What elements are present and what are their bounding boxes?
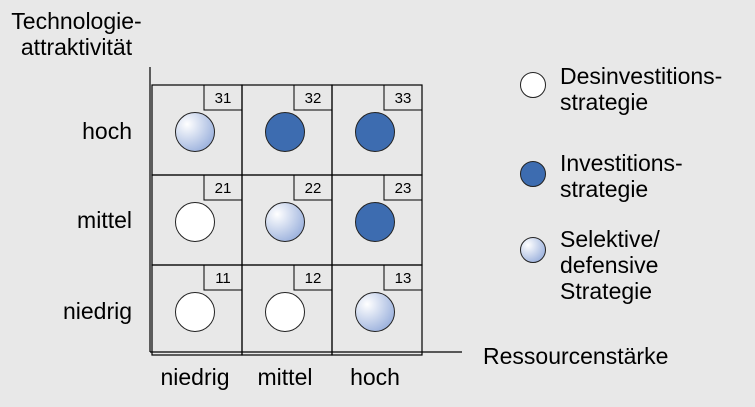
- strategy-circle-desinvestition: [175, 292, 215, 332]
- cell-number-box: [383, 174, 423, 201]
- cell-number-box: [383, 264, 423, 291]
- cell-number: 31: [215, 90, 232, 107]
- legend-investition-line-1: Investitions-: [560, 150, 683, 176]
- legend-selective-line-2: defensive: [560, 252, 659, 278]
- column-label-niedrig: niedrig: [160, 364, 230, 390]
- strategy-circle-investition: [355, 202, 395, 242]
- strategy-circle-selective: [355, 292, 395, 332]
- legend-marker-desinvestition: [520, 72, 546, 98]
- matrix-cell-23: 23: [331, 174, 423, 266]
- legend-selective-line-3: Strategie: [560, 278, 653, 304]
- cell-number: 32: [305, 90, 322, 107]
- cell-border: [331, 264, 423, 356]
- cell-number: 23: [395, 180, 412, 197]
- cell-number: 33: [395, 90, 412, 107]
- matrix-cell-22: 22: [241, 174, 333, 266]
- legend-selective-line-1: Selektive/: [560, 226, 660, 252]
- legend-marker-investition: [520, 161, 546, 187]
- matrix-cell-33: 33: [331, 84, 423, 176]
- legend-text-desinvestition: Desinvestitions- strategie: [560, 63, 722, 115]
- y-axis-title-line-2: attraktivität: [20, 34, 133, 60]
- legend-marker-selective: [520, 237, 546, 263]
- cell-number: 11: [215, 270, 231, 287]
- row-label-hoch: hoch: [82, 118, 132, 144]
- y-axis-title-line-1: Technologie-: [11, 8, 142, 34]
- strategy-circle-selective: [265, 202, 305, 242]
- legend-desinvestition-line-1: Desinvestitions-: [560, 63, 723, 89]
- matrix-cell-11: 11: [151, 264, 243, 356]
- cell-number: 21: [215, 180, 232, 197]
- strategy-circle-desinvestition: [265, 292, 305, 332]
- cell-number: 13: [395, 270, 412, 287]
- legend-investition-line-2: strategie: [560, 176, 649, 202]
- column-label-hoch: hoch: [350, 364, 400, 390]
- strategy-circle-investition: [265, 112, 305, 152]
- y-axis-title: Technologie- attraktivität: [4, 8, 149, 60]
- legend-text-investition: Investitions- strategie: [560, 150, 683, 202]
- cell-number: 22: [305, 180, 322, 197]
- legend-desinvestition-line-2: strategie: [560, 89, 649, 115]
- matrix-cell-13: 13: [331, 264, 423, 356]
- strategy-circle-desinvestition: [175, 202, 215, 242]
- strategy-circle-investition: [355, 112, 395, 152]
- x-axis-title: Ressourcenstärke: [483, 343, 669, 369]
- matrix-cell-12: 12: [241, 264, 333, 356]
- matrix-cell-21: 21: [151, 174, 243, 266]
- matrix-cell-31: 31: [151, 84, 243, 176]
- strategy-circle-selective: [175, 112, 215, 152]
- cell-number-box: [383, 84, 423, 111]
- row-label-mittel: mittel: [77, 207, 132, 233]
- matrix-cell-32: 32: [241, 84, 333, 176]
- column-label-mittel: mittel: [257, 364, 313, 390]
- legend-text-selective: Selektive/ defensive Strategie: [560, 226, 660, 304]
- row-label-niedrig: niedrig: [62, 298, 132, 324]
- cell-number: 12: [305, 270, 322, 287]
